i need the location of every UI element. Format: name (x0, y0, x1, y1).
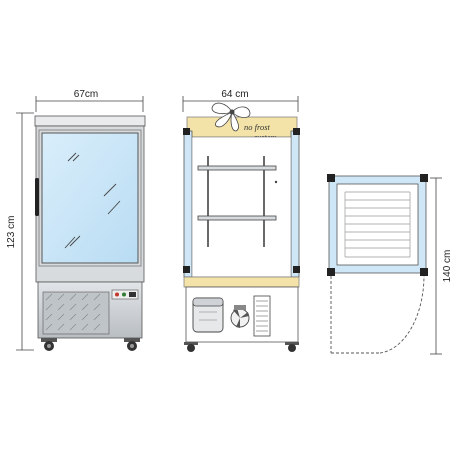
front-view: 67cm 123 cm (6, 89, 146, 351)
front-width-dimension (35, 96, 144, 112)
door-swing-arc (330, 275, 425, 354)
front-glass-door (41, 132, 139, 264)
glass-reflections (64, 152, 121, 249)
brand-line-1: no frost (244, 122, 271, 132)
side-glass-right (290, 130, 300, 278)
side-corner-brackets (183, 128, 300, 273)
top-depth-dimension (430, 177, 442, 355)
side-view: 64 cm no frost system (182, 89, 300, 352)
door-handle (35, 178, 39, 216)
side-glass-left (183, 130, 193, 278)
side-base-band (183, 276, 300, 288)
shelf-upper (197, 165, 277, 171)
side-wheels (184, 342, 299, 352)
top-canopy-panel (186, 116, 298, 138)
fan-logo-icon (211, 102, 251, 132)
front-wheels (41, 338, 140, 351)
side-depth-dimension (182, 96, 299, 112)
front-vent-grille (42, 291, 110, 335)
front-width-label: 67cm (74, 89, 98, 100)
height-dimension (16, 112, 34, 351)
top-depth-label: 140 cm (442, 250, 453, 283)
front-top-cap (34, 115, 146, 127)
top-view: 140 cm (327, 174, 453, 355)
condenser-fan-icon (230, 305, 250, 328)
compressor-icon (192, 297, 224, 333)
top-shelf-grid (344, 191, 411, 258)
height-label: 123 cm (6, 216, 17, 249)
top-corner-posts (327, 174, 428, 276)
shelf-lower (197, 215, 277, 221)
side-depth-label: 64 cm (221, 89, 248, 100)
top-interior (336, 183, 419, 266)
